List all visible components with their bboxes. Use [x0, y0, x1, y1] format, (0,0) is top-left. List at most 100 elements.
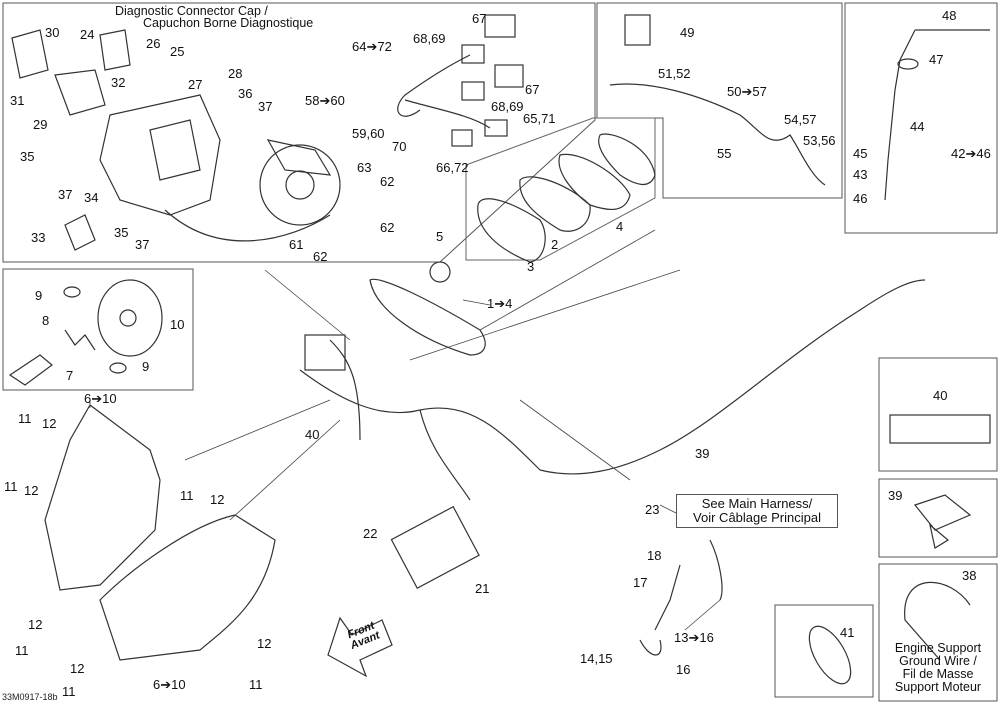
inset-ground-outline [878, 563, 998, 702]
callout-12-b: 12 [24, 483, 39, 498]
callout-51-52: 51,52 [658, 66, 691, 81]
headlamp-housing-drawing [97, 279, 163, 357]
callout-7: 7 [66, 368, 74, 383]
callout-9-b: 9 [142, 359, 150, 374]
steering-column-drawing [99, 94, 221, 216]
callout-36: 36 [238, 86, 253, 101]
diag-cap-drawing [99, 29, 131, 71]
callout-37-b: 37 [58, 187, 73, 202]
socket-drawing [624, 14, 651, 46]
callout-17: 17 [633, 575, 648, 590]
callout-53-56: 53,56 [803, 133, 836, 148]
callout-44: 44 [910, 119, 925, 134]
cluster-bezel-drawing [477, 198, 546, 263]
callout-5: 5 [436, 229, 444, 244]
ground-caption-1: Engine Support [894, 641, 982, 655]
callout-65-71: 65,71 [523, 111, 556, 126]
callout-12-d: 12 [28, 617, 43, 632]
callout-8: 8 [42, 313, 50, 328]
panel-steering-outline [2, 2, 596, 263]
callout-13-16: 13➔16 [674, 630, 714, 645]
callout-21: 21 [475, 581, 490, 596]
callout-62-a: 62 [380, 174, 395, 189]
cluster-housing-drawing [558, 153, 631, 210]
callout-12-e: 12 [257, 636, 272, 651]
inset-sealant-outline [878, 357, 998, 472]
callout-27: 27 [188, 77, 203, 92]
callout-39-main: 39 [695, 446, 710, 461]
callout-6-10-b: 6➔10 [153, 677, 186, 692]
callout-29: 29 [33, 117, 48, 132]
callout-67-b: 67 [525, 82, 540, 97]
antenna-drawing [884, 29, 990, 201]
callout-18: 18 [647, 548, 662, 563]
callout-70: 70 [392, 139, 407, 154]
callout-33: 33 [31, 230, 46, 245]
panel-harness50-outline [596, 2, 843, 199]
callout-40-inset: 40 [933, 388, 948, 403]
diag-cap-title-1: Diagnostic Connector Cap / [115, 4, 268, 18]
callout-40-main: 40 [305, 427, 320, 442]
callout-3: 3 [527, 259, 535, 274]
callout-22: 22 [363, 526, 378, 541]
panel-bulb-outline [2, 268, 194, 391]
cluster-gasket-drawing [598, 133, 656, 185]
clip-drawing [913, 494, 972, 549]
inset-tie-outline [774, 604, 874, 698]
callout-14-15: 14,15 [580, 651, 613, 666]
callout-9-a: 9 [35, 288, 43, 303]
callout-48: 48 [942, 8, 957, 23]
drawing-code: 33M0917-18b [2, 692, 58, 702]
cluster-lens-drawing [519, 176, 591, 232]
callout-23: 23 [645, 502, 660, 517]
headlamp-right-drawing [99, 514, 276, 661]
ground-wire-drawing [904, 581, 971, 661]
harness-50-drawing [609, 83, 826, 186]
ground-caption-3: Fil de Masse [902, 667, 974, 681]
callout-41: 41 [840, 625, 855, 640]
callout-32: 32 [111, 75, 126, 90]
main-harness-drawing [299, 279, 926, 475]
callout-2: 2 [551, 237, 559, 252]
ignition-switch-drawing [64, 214, 96, 251]
callout-10: 10 [170, 317, 185, 332]
callout-45: 45 [853, 146, 868, 161]
callout-11-e: 11 [249, 677, 263, 692]
callout-66-72: 66,72 [436, 160, 469, 175]
headlamp-left-drawing [44, 404, 161, 591]
callout-26: 26 [146, 36, 161, 51]
callout-35-b: 35 [114, 225, 129, 240]
front-arrow-drawing [327, 616, 393, 678]
callout-62-b: 62 [380, 220, 395, 235]
diag-cap-title-2: Capuchon Borne Diagnostique [143, 16, 314, 30]
callout-1-4: 1➔4 [487, 296, 513, 311]
callout-55: 55 [717, 146, 732, 161]
callout-38: 38 [962, 568, 977, 583]
harness-note-line-2: Voir Câblage Principal [693, 510, 821, 525]
sealant-tube-drawing [889, 414, 991, 444]
callout-25: 25 [170, 44, 185, 59]
callout-16: 16 [676, 662, 691, 677]
panel-cluster-outline [465, 117, 656, 261]
callout-4: 4 [616, 219, 624, 234]
callout-49: 49 [680, 25, 695, 40]
callout-12-f: 12 [70, 661, 85, 676]
callout-35: 35 [20, 149, 35, 164]
callout-24: 24 [80, 27, 95, 42]
callout-54-57: 54,57 [784, 112, 817, 127]
inset-clip-outline [878, 478, 998, 558]
callout-37: 37 [258, 99, 273, 114]
relay-harness-drawing [397, 54, 491, 129]
callout-11-f: 11 [62, 684, 76, 699]
callout-30: 30 [45, 25, 60, 40]
bulb-drawing [8, 354, 53, 386]
tether-drawing [639, 539, 723, 656]
callout-68-69-a: 68,69 [413, 31, 446, 46]
callout-50-57: 50➔57 [727, 84, 767, 99]
callout-46: 46 [853, 191, 868, 206]
callout-11-c: 11 [180, 488, 194, 503]
callout-31: 31 [10, 93, 25, 108]
callout-12-a: 12 [42, 416, 57, 431]
